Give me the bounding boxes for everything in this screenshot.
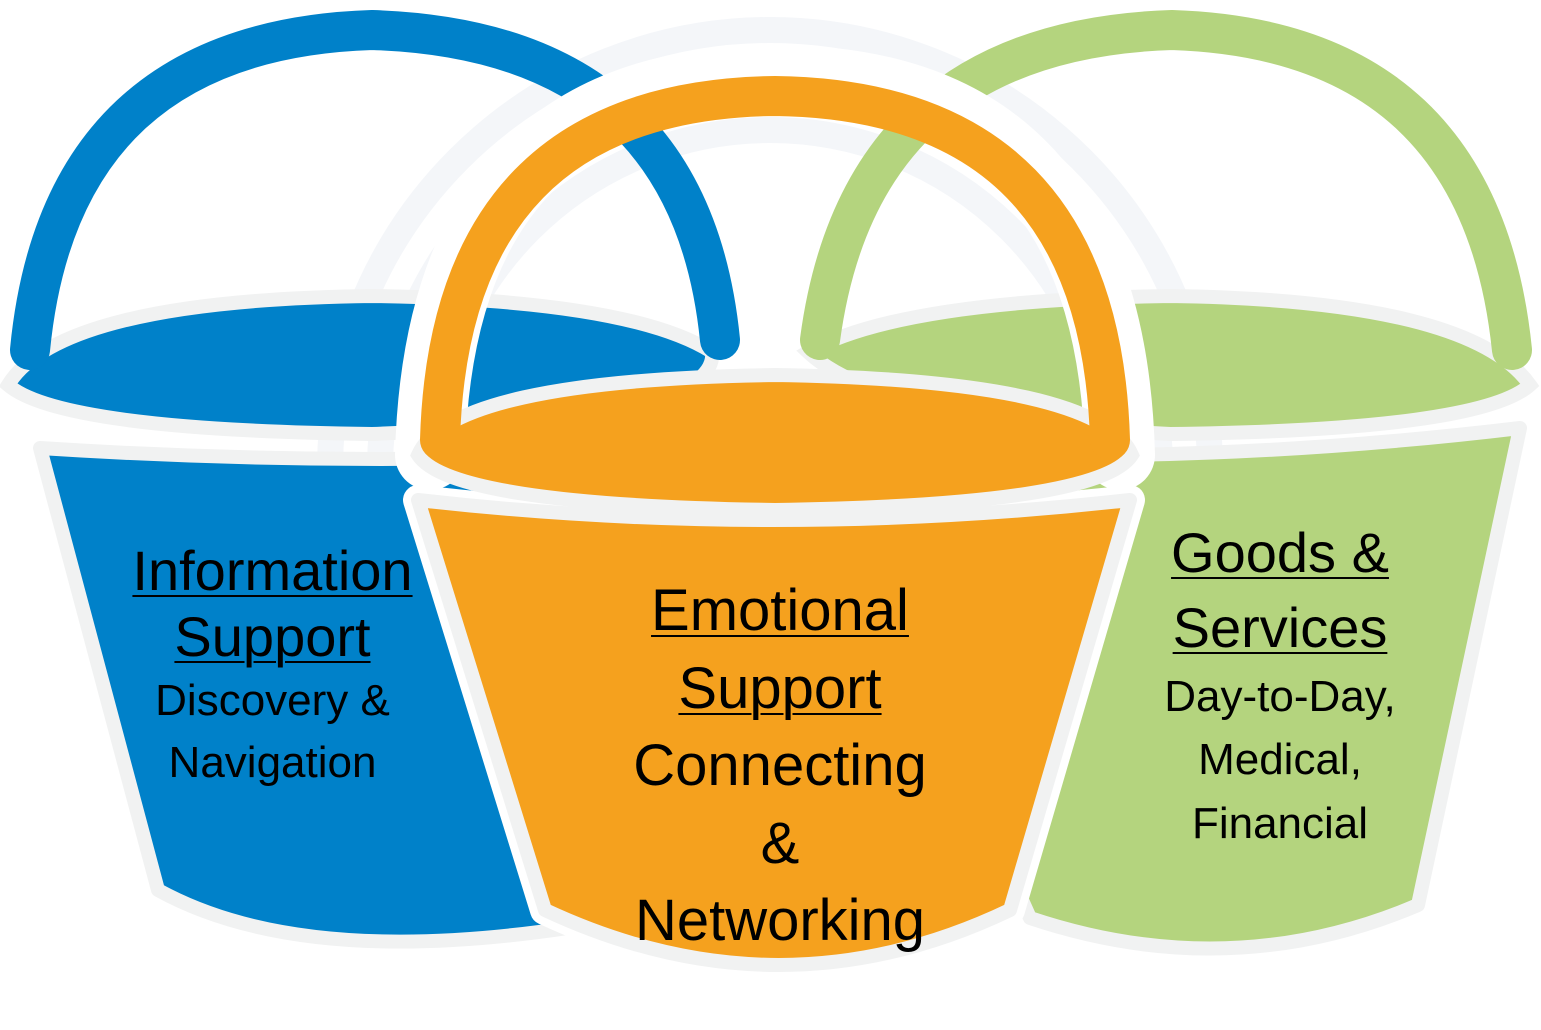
goods-bucket-handle	[800, 9, 1532, 370]
information-bucket-handle	[10, 9, 740, 370]
information-bucket-label: Information Support Discovery & Navigati…	[100, 538, 445, 793]
emotional-bucket	[410, 75, 1140, 972]
goods-sub-line3: Financial	[1191, 798, 1369, 848]
goods-sub-line1: Day-to-Day,	[1164, 672, 1396, 722]
emotional-title-line2: Support	[678, 655, 882, 721]
goods-title-line2: Services	[1172, 596, 1388, 660]
emotional-sub-line1: Connecting	[633, 733, 927, 799]
goods-title-line1: Goods &	[1171, 521, 1389, 584]
information-sub-line1: Discovery &	[155, 676, 390, 726]
information-title-line2: Support	[174, 605, 371, 669]
emotional-bucket-rim	[410, 367, 1140, 518]
emotional-sub-line2: &	[760, 810, 800, 876]
information-sub-line2: Navigation	[168, 737, 377, 787]
emotional-sub-line3: Networking	[634, 887, 926, 953]
emotional-bucket-body	[411, 493, 1137, 972]
emotional-title-line1: Emotional	[651, 578, 909, 643]
emotional-bucket-label: Emotional Support Connecting & Networkin…	[590, 572, 970, 959]
goods-sub-line2: Medical,	[1198, 735, 1362, 785]
information-title-line1: Information	[132, 539, 413, 602]
emotional-bucket-handle	[420, 75, 1130, 460]
goods-bucket-label: Goods & Services Day-to-Day, Medical, Fi…	[1110, 515, 1450, 855]
